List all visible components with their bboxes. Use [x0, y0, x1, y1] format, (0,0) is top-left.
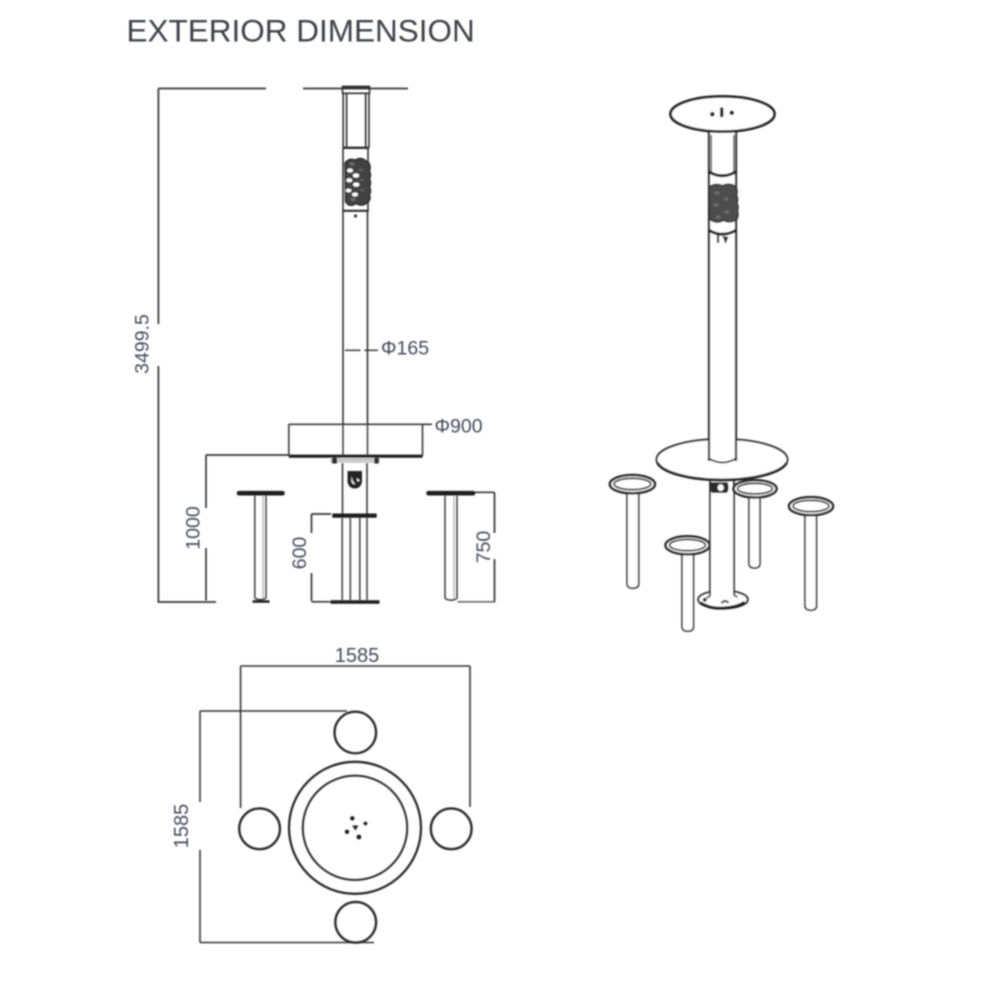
svg-text:750: 750 — [473, 531, 495, 564]
svg-text:Φ165: Φ165 — [381, 338, 429, 360]
svg-text:1585: 1585 — [335, 645, 380, 667]
svg-text:3499.5: 3499.5 — [132, 314, 154, 374]
svg-text:EXTERIOR DIMENSION: EXTERIOR DIMENSION — [127, 13, 475, 49]
svg-text:1000: 1000 — [183, 506, 205, 550]
svg-text:1585: 1585 — [171, 804, 193, 849]
svg-text:600: 600 — [289, 537, 311, 570]
svg-text:Φ900: Φ900 — [435, 416, 483, 438]
